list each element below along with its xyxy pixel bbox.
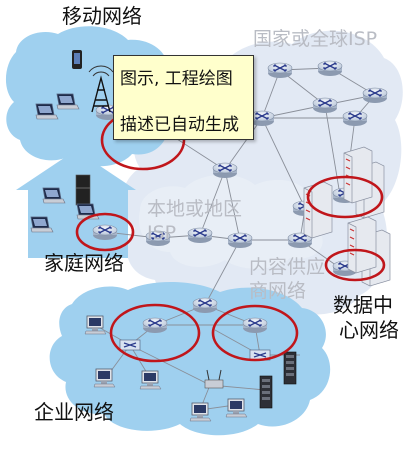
datacenter-label-line1: 数据中 [333,293,393,317]
switch-icon [119,339,141,351]
regional-isp-label-line1: 本地或地区 [147,198,243,220]
server-icon [259,375,273,409]
wireless-access-point-icon [204,369,224,389]
content-provider-label-line2: 商网络 [249,280,307,302]
cell-tower-icon [88,65,114,113]
server-icon [283,351,297,385]
desktop-icon [139,370,162,390]
enterprise-network-label: 企业网络 [34,400,114,424]
desktop-icon [84,315,107,335]
desktop-icon [225,398,248,418]
home-network-label: 家庭网络 [44,251,124,275]
highlight-circles [75,109,386,363]
mobile-network-label: 移动网络 [62,4,142,28]
regional-isp-cloud [138,174,329,269]
tooltip-line-1: 图示, 工程绘图 [120,69,233,89]
national-isp-label: 国家或全球ISP [253,28,378,50]
tooltip-line-2: 描述已自动生成 [120,115,239,135]
desktop-icon [189,402,212,422]
datacenter-label-line2: 心网络 [339,318,399,342]
phone-icon [72,50,82,69]
refrigerator-icon [75,174,91,206]
desktop-icon [93,368,116,388]
regional-isp-label-line2: ISP [147,222,177,244]
image-alt-text-tooltip: 图示, 工程绘图 描述已自动生成 [113,55,254,140]
content-provider-label-line1: 内容供应 [249,256,326,278]
